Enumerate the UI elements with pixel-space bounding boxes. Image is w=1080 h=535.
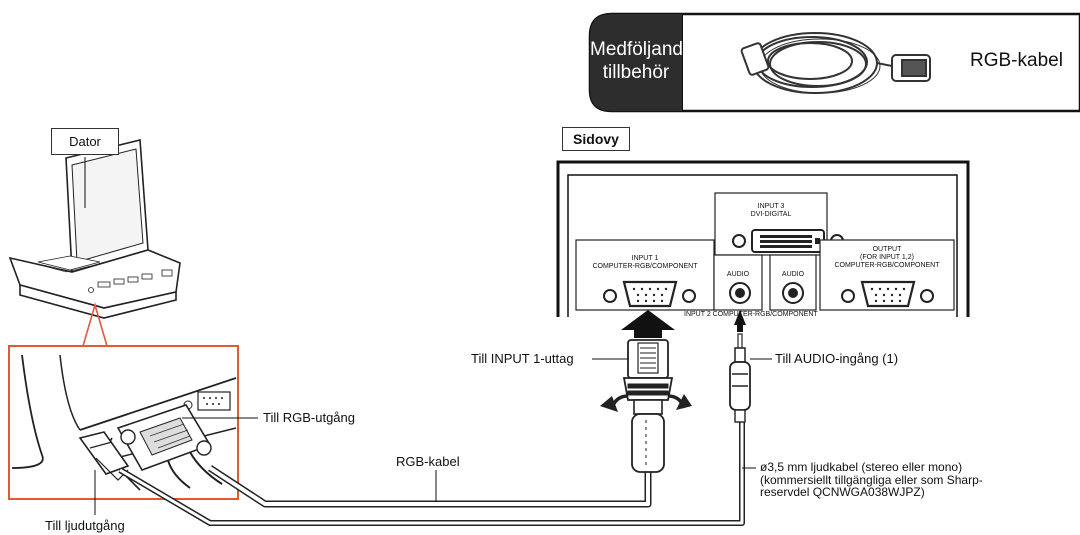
- accessory-title-line2: tillbehör: [602, 62, 670, 83]
- input3-title: INPUT 3: [757, 203, 785, 210]
- output-subtitle-2: COMPUTER-RGB/COMPONENT: [834, 262, 940, 269]
- audio-cable-line1: ø3,5 mm ljudkabel (stereo eller mono): [760, 460, 963, 474]
- accessory-cable-name: RGB-kabel: [970, 50, 1063, 71]
- input2-subtitle: COMPUTER-RGB/COMPONENT: [712, 311, 818, 318]
- audio-out-callout: Till ljudutgång: [45, 518, 125, 533]
- audio-cable-line3: reservdel QCNWGA038WJPZ): [760, 485, 925, 499]
- input3-label: INPUT 3 DVI-DIGITAL: [715, 203, 827, 219]
- audio-label-2: AUDIO: [781, 271, 805, 278]
- input1-subtitle: COMPUTER-RGB/COMPONENT: [592, 263, 698, 270]
- input3-subtitle: DVI-DIGITAL: [750, 211, 792, 218]
- to-audio-in-callout: Till AUDIO-ingång (1): [775, 351, 899, 366]
- computer-label: Dator: [51, 128, 119, 155]
- accessory-title: Medföljande tillbehör: [590, 38, 694, 84]
- coiled-cable-image: [740, 32, 931, 94]
- projector-side-panel: [556, 160, 970, 317]
- rotate-arrow-icon: [600, 394, 692, 412]
- output-subtitle-1: (FOR INPUT 1,2): [860, 254, 914, 261]
- input1-label: INPUT 1 COMPUTER-RGB/COMPONENT: [576, 255, 714, 271]
- side-view-label: Sidovy: [562, 127, 630, 151]
- audio-plug-image: [729, 333, 751, 423]
- to-input1-callout: Till INPUT 1-uttag: [471, 351, 574, 366]
- to-rgb-out-callout: Till RGB-utgång: [263, 410, 355, 425]
- input2-title: INPUT 2: [684, 311, 711, 318]
- laptop-image: [8, 138, 181, 319]
- audio-cable-line2: (kommersiellt tillgängliga eller som Sha…: [760, 472, 983, 487]
- audio-label-1: AUDIO: [726, 271, 750, 278]
- audio-cable-callout: ø3,5 mm ljudkabel (stereo eller mono) (k…: [760, 461, 983, 499]
- vga-plug-image: [622, 339, 674, 473]
- insert-arrow-audio: [734, 310, 746, 332]
- insert-arrow-rgb: [621, 310, 675, 338]
- output-label: OUTPUT (FOR INPUT 1,2) COMPUTER-RGB/COMP…: [820, 246, 954, 270]
- input1-title: INPUT 1: [631, 255, 659, 262]
- output-title: OUTPUT: [872, 246, 902, 253]
- input2-label: INPUT 2 COMPUTER-RGB/COMPONENT: [684, 311, 844, 319]
- rgb-cable-callout: RGB-kabel: [396, 454, 460, 469]
- accessory-title-line1: Medföljande: [590, 39, 694, 60]
